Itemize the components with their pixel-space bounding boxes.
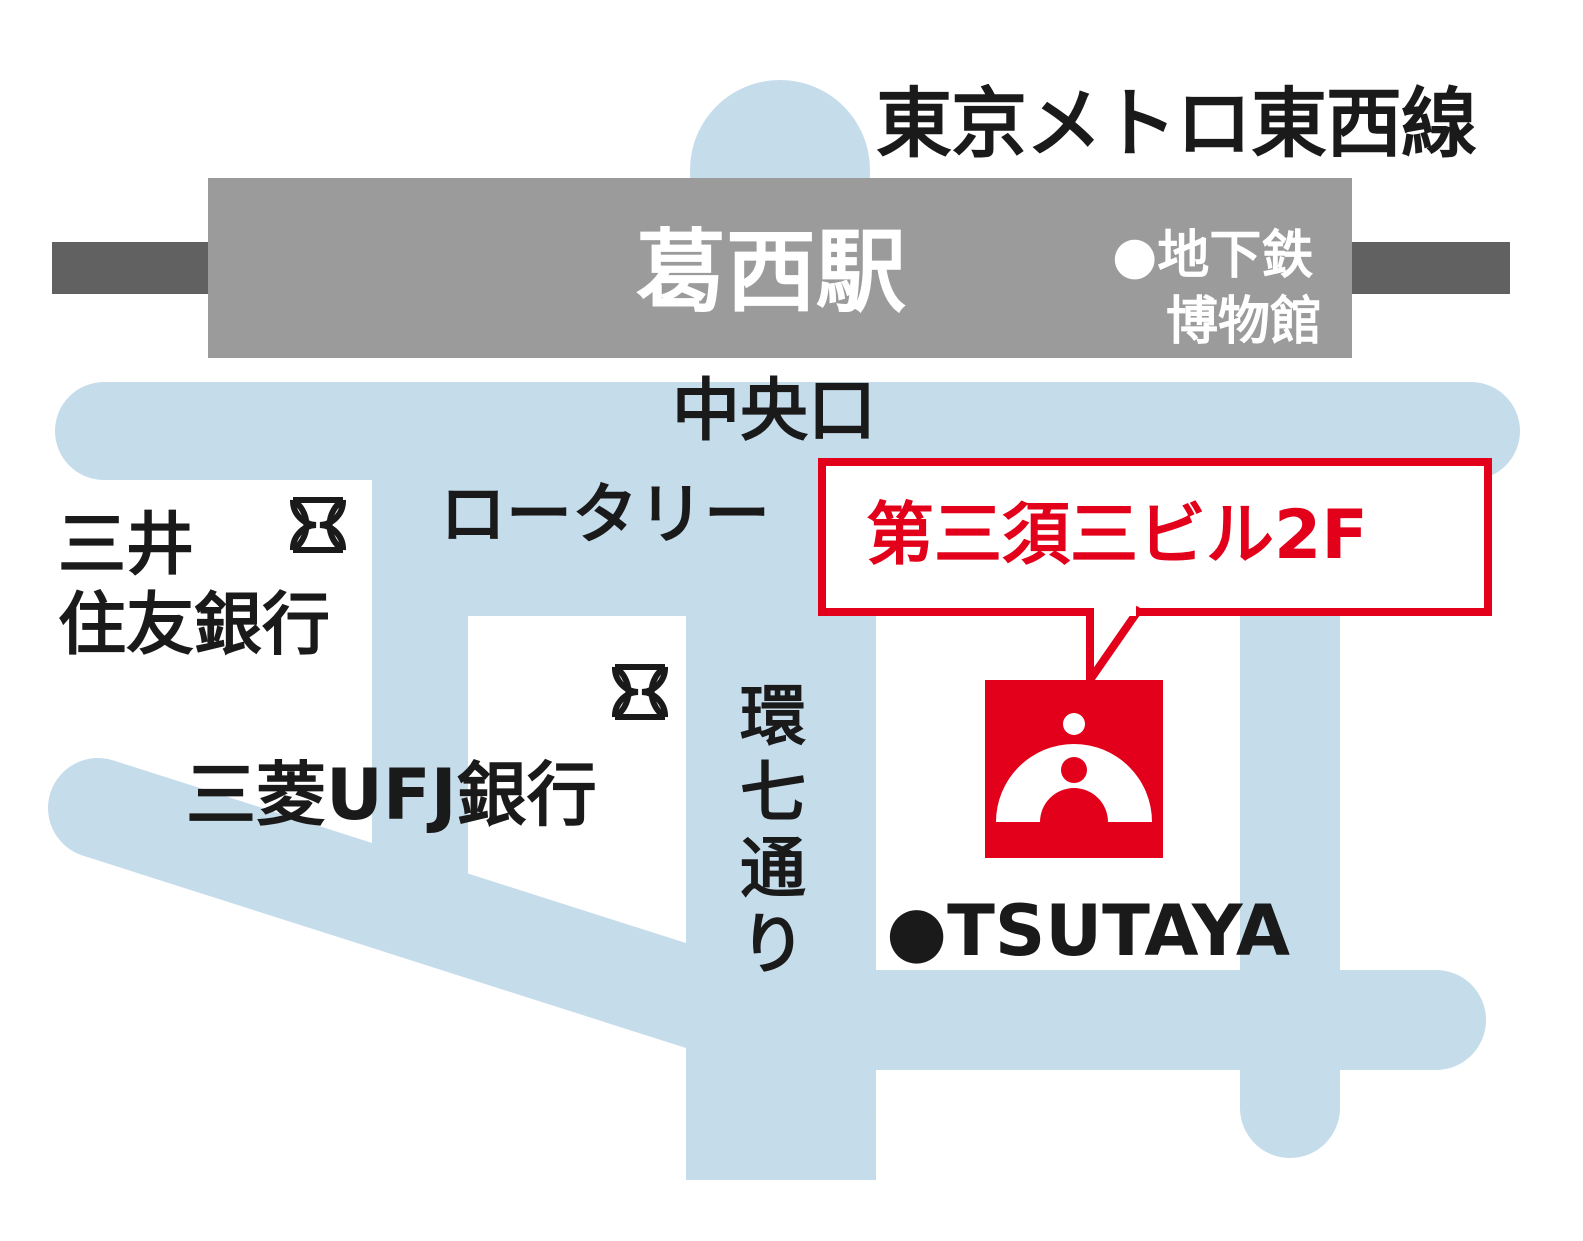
road-rotary-fill [468, 480, 686, 616]
rail-left [52, 242, 212, 294]
road-char: 環 [740, 678, 806, 755]
station-poi-line2: 博物館 [1166, 292, 1323, 352]
road-char: り [740, 906, 806, 983]
station-name: 葛西駅 [636, 220, 906, 325]
exit-label: 中央口 [672, 372, 877, 451]
callout-pointer [1086, 605, 1144, 693]
roads [48, 80, 1520, 1180]
rotary-label: ロータリー [440, 476, 770, 553]
station-poi-line1: ●地下鉄 [1112, 226, 1314, 286]
road-top-vertical [690, 80, 870, 190]
road-diagonal [48, 758, 750, 1050]
destination-label: 第三須三ビル2F [866, 496, 1368, 575]
road-left-vertical [372, 420, 468, 890]
station-block [208, 178, 1352, 358]
rail-right [1348, 242, 1510, 294]
company-logo-icon [985, 680, 1163, 858]
callout-box [818, 458, 1492, 616]
road-char: 通 [740, 830, 806, 907]
smbc-label-line2: 住友銀行 [58, 586, 331, 665]
road-bottom-horizontal [686, 970, 1436, 1070]
smbc-label-line1: 三井 [58, 506, 195, 585]
bank-icon [612, 664, 668, 720]
bank-icon [290, 497, 346, 553]
destination-callout [818, 458, 1492, 693]
road-kan7-label: 環 七 通 り [740, 684, 806, 978]
road-right-bottom-cap [1240, 1058, 1340, 1158]
road-bottom-right-cap [1386, 970, 1486, 1070]
tsutaya-label: ●TSUTAYA [886, 890, 1291, 972]
road-char: 七 [740, 754, 806, 831]
mufg-label: 三菱UFJ銀行 [186, 754, 597, 836]
railway-line-label: 東京メトロ東西線 [876, 79, 1477, 168]
